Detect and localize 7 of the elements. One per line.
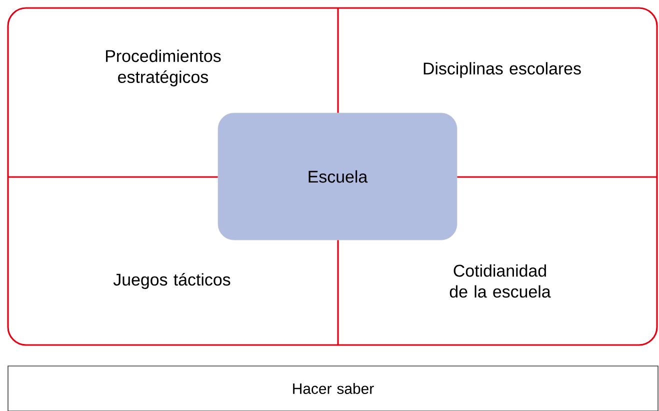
quadrant-text: Procedimientos estratégicos	[106, 50, 221, 86]
rounded-frame	[7, 7, 658, 346]
quadrant-text: Disciplinas escolares	[424, 62, 581, 78]
label-box: Hacer saber	[8, 366, 658, 411]
quadrant-text: Cotidianidad de la escuela	[450, 264, 551, 298]
quadrant-text: Juegos tácticos	[113, 273, 230, 289]
center-box: Escuela	[218, 112, 458, 240]
